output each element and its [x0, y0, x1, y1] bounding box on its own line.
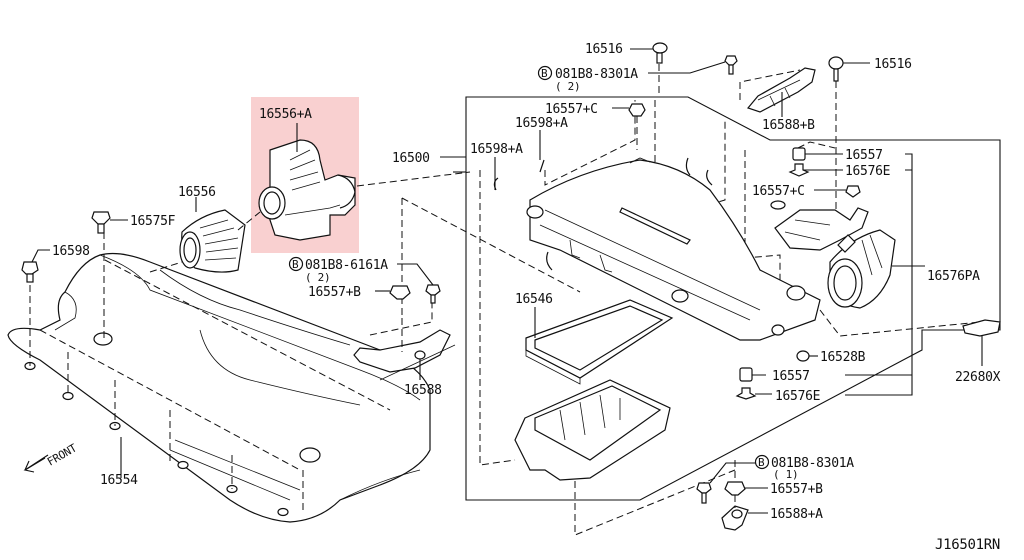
circled-b-marker-top: B	[537, 65, 553, 81]
sensor-bracket[interactable]	[774, 207, 869, 251]
diagram-code: J16501RN	[935, 537, 1000, 553]
pin-16576e-upper[interactable]	[788, 163, 810, 177]
grommet-16557c-top[interactable]	[628, 103, 646, 117]
svg-text:B: B	[758, 456, 765, 469]
callout-16598a-1[interactable]: 16598+A	[515, 116, 568, 131]
callout-16528b[interactable]: 16528B	[820, 350, 866, 365]
callout-16598a-2[interactable]: 16598+A	[470, 142, 523, 157]
duct-16556[interactable]	[179, 209, 246, 273]
callout-16557b-left[interactable]: 16557+B	[308, 285, 361, 300]
callout-16588b[interactable]: 16588+B	[762, 118, 815, 133]
air-box-upper-16500[interactable]	[526, 157, 821, 341]
callout-16556[interactable]: 16556	[178, 185, 216, 200]
callout-16598[interactable]: 16598	[52, 244, 90, 259]
resonator-16556a[interactable]	[258, 139, 356, 241]
bracket-16588a[interactable]	[721, 505, 749, 531]
bolt-16575f[interactable]	[91, 211, 111, 234]
callout-16557-upper[interactable]: 16557	[845, 148, 883, 163]
callout-16500[interactable]: 16500	[392, 151, 430, 166]
callout-16557c-right[interactable]: 16557+C	[752, 184, 805, 199]
grommet-16557b-left[interactable]	[389, 285, 411, 300]
callout-16546[interactable]: 16546	[515, 292, 553, 307]
bolt-16516-right[interactable]	[828, 56, 844, 82]
callout-16557-lower[interactable]: 16557	[772, 369, 810, 384]
callout-16557b-right[interactable]: 16557+B	[770, 482, 823, 497]
callout-16516-right[interactable]: 16516	[874, 57, 912, 72]
grommet-16557-lower[interactable]	[739, 367, 753, 382]
clip-16598a[interactable]	[493, 159, 545, 191]
callout-16516-top[interactable]: 16516	[585, 42, 623, 57]
bolt-081b8-6161a[interactable]	[425, 284, 441, 304]
bolt-081b8-8301a-top[interactable]	[724, 55, 738, 75]
assembly-frame-16500	[465, 96, 1001, 501]
front-arrow-icon	[23, 454, 49, 473]
callout-16556a[interactable]: 16556+A	[259, 107, 312, 122]
callout-16554[interactable]: 16554	[100, 473, 138, 488]
callout-081b8-8301a-top[interactable]: 081B8-8301A	[555, 67, 639, 82]
callout-16588[interactable]: 16588	[404, 383, 442, 398]
qty-081b8-8301a-top: ( 2)	[555, 80, 580, 93]
circled-b-marker-left: B	[288, 256, 304, 272]
callout-16576e-upper[interactable]: 16576E	[845, 164, 890, 179]
hose-16576pa[interactable]	[827, 229, 896, 309]
pin-16576e-lower[interactable]	[735, 387, 757, 400]
bolt-16516-top[interactable]	[652, 42, 668, 64]
grommet-16557c-right[interactable]	[845, 185, 861, 198]
grommet-16557b-right[interactable]	[724, 481, 746, 496]
engine-cover-16554[interactable]	[7, 252, 431, 523]
circled-b-marker-bottom: B	[754, 454, 770, 470]
callout-22680x[interactable]: 22680X	[955, 370, 1001, 385]
callout-081b8-8301a-bottom[interactable]: 081B8-8301A	[771, 456, 855, 471]
air-box-lower[interactable]	[514, 379, 671, 481]
callout-16576pa[interactable]: 16576PA	[927, 269, 980, 284]
qty-081b8-6161a: ( 2)	[305, 271, 330, 284]
callout-081b8-6161a[interactable]: 081B8-6161A	[305, 258, 389, 273]
svg-text:B: B	[541, 67, 548, 80]
svg-text:B: B	[292, 258, 299, 271]
callout-16588a[interactable]: 16588+A	[770, 507, 823, 522]
bracket-16588b[interactable]	[746, 67, 816, 113]
filter-16546[interactable]	[525, 299, 674, 385]
callout-16575f[interactable]: 16575F	[130, 214, 176, 229]
callout-16557c-top[interactable]: 16557+C	[545, 102, 598, 117]
grommet-16557-upper[interactable]	[792, 147, 806, 161]
bolt-081b8-8301a-bottom[interactable]	[696, 482, 712, 504]
bolt-16598[interactable]	[21, 261, 39, 283]
callout-16576e-lower[interactable]: 16576E	[775, 389, 820, 404]
sensor-22680x[interactable]	[962, 319, 1001, 337]
qty-081b8-8301a-bottom: ( 1)	[773, 468, 798, 481]
grommet-16528b[interactable]	[796, 350, 810, 362]
front-label: FRONT	[45, 441, 79, 468]
